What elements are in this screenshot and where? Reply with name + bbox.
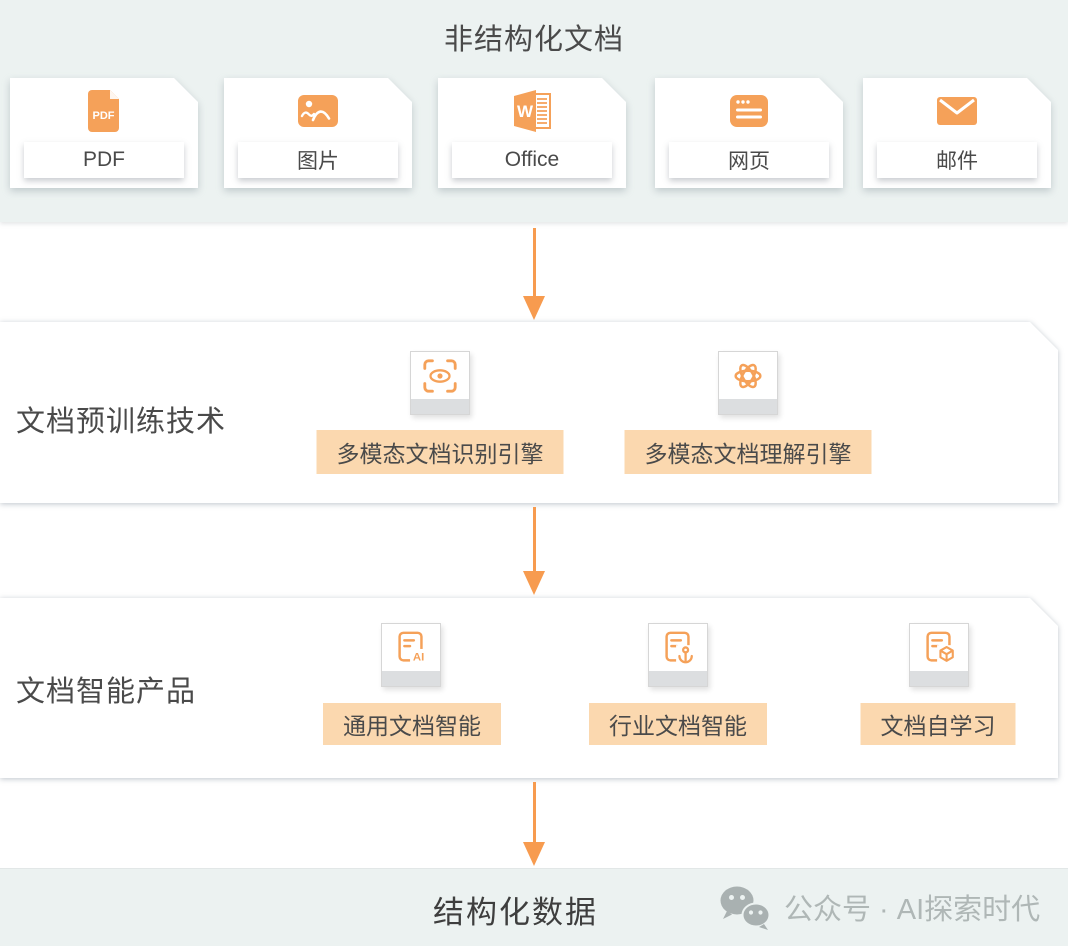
card-label: PDF [24,142,184,178]
card-label: 图片 [238,142,398,178]
section-title: 文档预训练技术 [16,406,227,438]
card-label: 邮件 [877,142,1037,178]
unstructured-docs-band: 非结构化文档 PDF PDF [0,0,1068,222]
products-banner: 文档智能产品 AI 通用文档智能 [0,598,1058,778]
svg-text:PDF: PDF [93,110,115,122]
product-tag: 通用文档智能 [323,703,501,745]
card-label: Office [452,142,612,178]
ai-document-icon: AI [381,623,441,687]
product-tag: 行业文档智能 [589,703,767,745]
wechat-icon [718,884,772,930]
source-card-office: W Office [438,78,626,188]
office-word-icon: W [508,87,556,135]
cube-document-icon [909,623,969,687]
structured-data-band: 结构化数据 公众号 · AI探索时代 [0,868,1068,946]
section-title: 文档智能产品 [16,676,197,708]
top-band-title: 非结构化文档 [443,24,624,56]
bottom-band-title: 结构化数据 [433,895,598,930]
down-arrow-icon [523,782,545,866]
engine-tag: 多模态文档理解引擎 [625,430,872,474]
card-label: 网页 [669,142,829,178]
pdf-file-icon: PDF [80,87,128,135]
neural-atom-icon [718,351,778,415]
anchor-document-icon [648,623,708,687]
source-card-pdf: PDF PDF [10,78,198,188]
ocr-scan-eye-icon [410,351,470,415]
image-icon [294,87,342,135]
watermark-text: 公众号 · AI探索时代 [784,894,1041,926]
down-arrow-icon [523,228,545,320]
mail-icon [933,87,981,135]
svg-text:AI: AI [413,651,424,663]
pretrain-tech-banner: 文档预训练技术 多模态 [0,322,1058,503]
source-card-mail: 邮件 [863,78,1051,188]
watermark: 公众号 · AI探索时代 [718,883,1040,931]
down-arrow-icon [523,507,545,595]
source-card-image: 图片 [224,78,412,188]
source-card-webpage: 网页 [655,78,843,188]
product-tag: 文档自学习 [861,703,1016,745]
webpage-icon [725,87,773,135]
engine-tag: 多模态文档识别引擎 [317,430,564,474]
svg-text:W: W [517,102,534,121]
